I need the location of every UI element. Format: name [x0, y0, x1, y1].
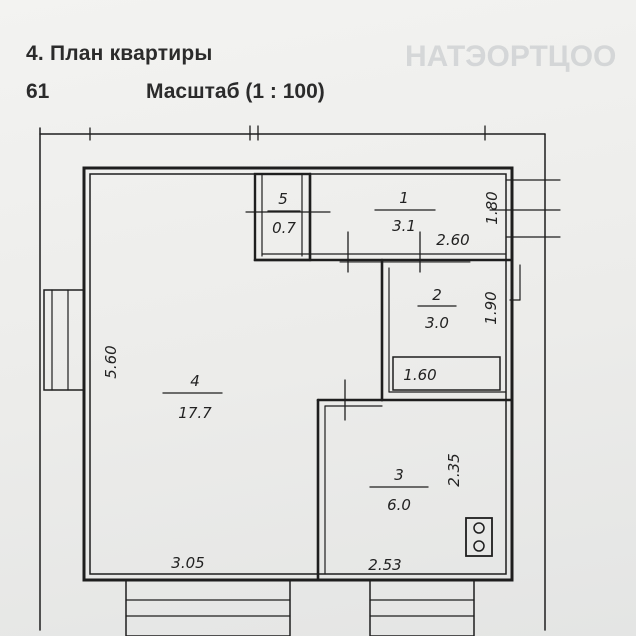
room-3-number: 3 — [394, 466, 404, 484]
room-1-area: 3.1 — [392, 217, 416, 235]
page-number: 61 — [26, 80, 50, 103]
room-4-number: 4 — [190, 372, 200, 390]
room-4-area: 17.7 — [178, 404, 212, 422]
outer-wall — [82, 166, 514, 582]
plan-title: 4. План квартиры — [26, 42, 213, 65]
room-2-number: 2 — [432, 286, 442, 304]
scale-label: Масштаб (1 : 100) — [146, 80, 325, 103]
counter-160 — [392, 356, 501, 391]
bottom-window-left — [125, 579, 291, 636]
room-5-number: 5 — [278, 190, 288, 208]
bottom-window-right — [369, 579, 475, 636]
dim-2-35: 2.35 — [445, 453, 463, 486]
dim-2-53: 2.53 — [368, 556, 401, 574]
dim-1-80: 1.80 — [483, 191, 501, 224]
room-1-number: 1 — [399, 189, 409, 207]
stove — [465, 517, 493, 557]
dim-5-60: 5.60 — [102, 345, 120, 378]
room-5-area: 0.7 — [272, 219, 296, 237]
dim-1-90: 1.90 — [482, 291, 500, 324]
dim-1-60: 1.60 — [403, 366, 436, 384]
room-2-area: 3.0 — [425, 314, 449, 332]
left-balcony — [43, 289, 85, 391]
room-3-area: 6.0 — [387, 496, 411, 514]
dim-2-60: 2.60 — [436, 231, 469, 249]
dim-3-05: 3.05 — [171, 554, 204, 572]
